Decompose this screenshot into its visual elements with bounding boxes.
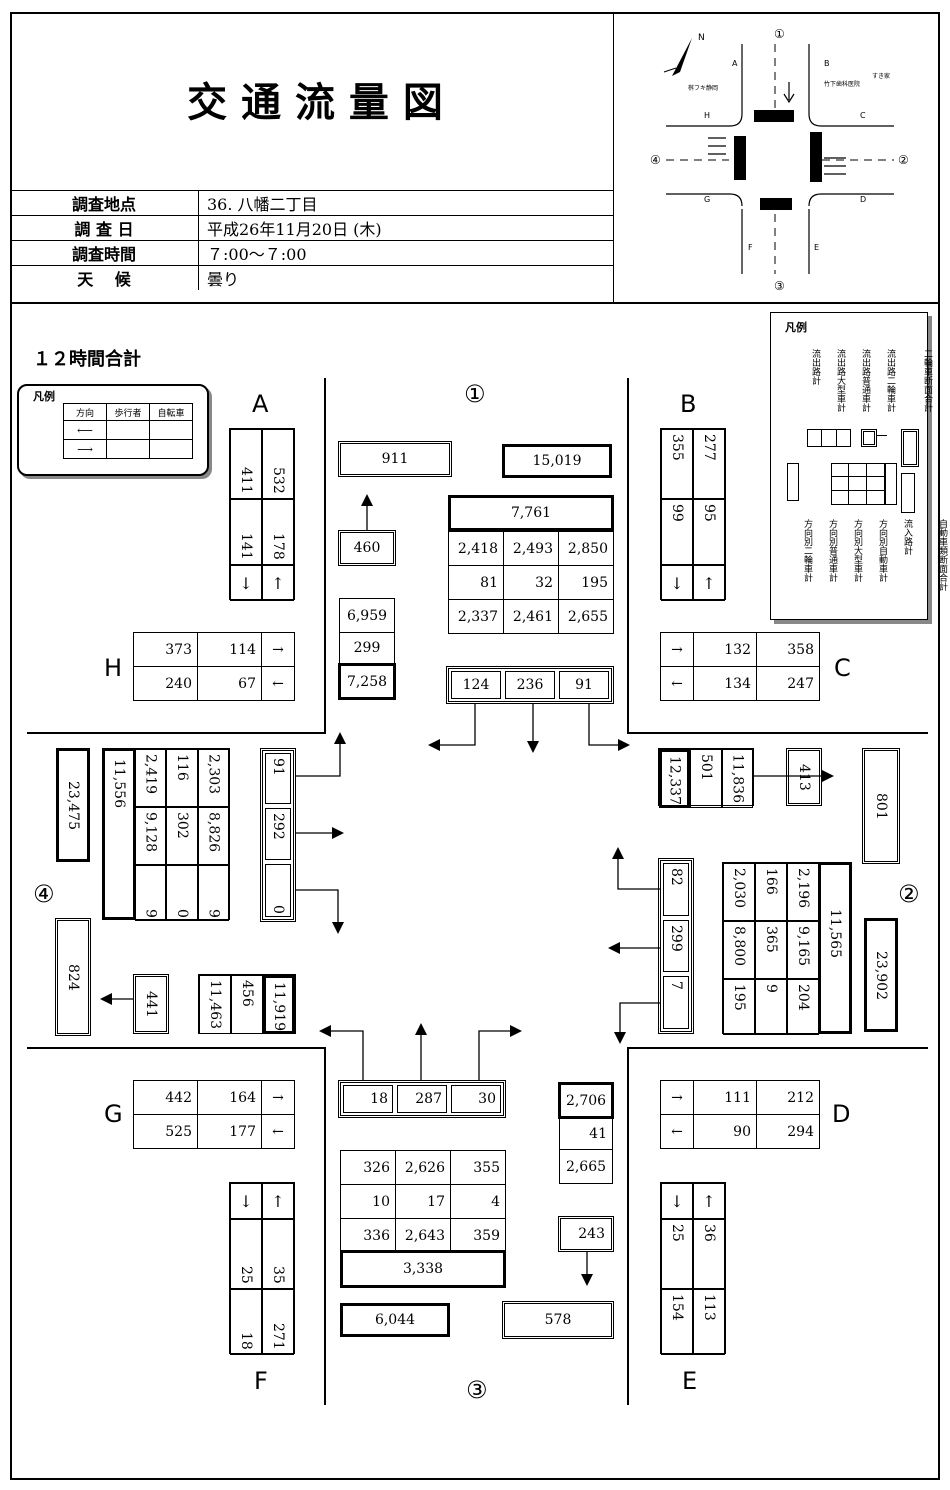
label-E: E — [682, 1367, 698, 1395]
approach3-inflow-total: 3,338 — [340, 1250, 506, 1288]
info-row-time: 調査時間 ７:00～７:00 — [10, 240, 614, 266]
label-F: F — [254, 1367, 268, 1395]
label-A: A — [252, 390, 269, 418]
approach3-outflow-column: 2,706 41 2,665 — [558, 1082, 614, 1184]
label-B: B — [680, 390, 697, 418]
label-approach-1: ① — [464, 380, 486, 408]
label-H: H — [104, 654, 123, 682]
crosswalk-B: 355 277 99 95 ↓ ↑ — [660, 428, 726, 601]
svg-text:D: D — [860, 195, 866, 204]
svg-text:H: H — [704, 111, 710, 120]
approach3-direction-bikes: 18 287 30 — [338, 1080, 506, 1118]
approach2-bike-outflow: 413 — [786, 748, 822, 806]
approach3-section-total: 6,044 — [340, 1303, 450, 1337]
info-row-location: 調査地点 36. 八幡二丁目 — [10, 190, 614, 216]
map-label-1: ① — [774, 27, 785, 41]
map-label-4: ④ — [650, 153, 661, 167]
label-approach-2: ② — [898, 880, 920, 908]
approach2-section-total: 23,902 — [864, 918, 898, 1032]
legend-big: 凡例 流出路計 流出路大型車計 流出路普通車計 流出路二輪車計 二輪車断面合計 … — [770, 312, 947, 620]
header-divider — [10, 302, 940, 304]
info-label: 調査時間 — [10, 240, 199, 266]
info-label: 天 候 — [10, 265, 199, 290]
approach1-direction-bikes: 124 236 91 — [446, 666, 614, 704]
info-value: ７:00～７:00 — [198, 240, 614, 266]
survey-info-table: 調査地点 36. 八幡二丁目 調 査 日 平成26年11月20日 (木) 調査時… — [10, 190, 614, 290]
map-label-3: ③ — [774, 279, 785, 293]
intersection-map: N ① ② ③ ④ A B C D E F G H 桝フキ静岡 竹下歯科医院 す… — [650, 27, 909, 293]
approach4-bike-section: 824 — [55, 918, 91, 1036]
approach2-inflow: 11,565 — [818, 862, 852, 1034]
approach1-bike-out-2: 460 — [338, 530, 396, 566]
info-value: 36. 八幡二丁目 — [198, 190, 614, 216]
approach4-bike-outflow: 441 — [133, 974, 169, 1034]
crosswalk-F: ↓ ↑ 25 35 18 271 — [229, 1182, 295, 1355]
approach4-direction-bikes: 91 292 0 — [260, 748, 296, 922]
map-label-2: ② — [898, 153, 909, 167]
label-C: C — [834, 654, 851, 682]
approach4-section-total: 23,475 — [56, 748, 90, 862]
crosswalk-A: 411 532 141 178 ↓ ↑ — [229, 428, 295, 601]
approach4-inflow: 11,556 — [102, 748, 136, 920]
compass-icon: N — [663, 33, 705, 76]
landmark-label: すき家 — [872, 72, 890, 80]
svg-text:N: N — [698, 33, 705, 43]
approach2-direction-bikes: 82 299 7 — [658, 858, 694, 1034]
page-title: 交 通 流 量 図 — [187, 80, 443, 126]
label-approach-4: ④ — [33, 880, 55, 908]
svg-text:G: G — [704, 195, 710, 204]
svg-text:B: B — [824, 59, 830, 68]
approach2-outflow-row: 12,337 501 11,836 — [658, 748, 754, 808]
approach1-outflow-column: 6,959 299 7,258 — [338, 598, 396, 700]
approach1-section-total: 15,019 — [502, 444, 612, 478]
info-row-weather: 天 候 曇り — [10, 265, 614, 290]
approach4-outflow-column: 11,463 456 11,919 — [198, 974, 296, 1034]
label-D: D — [832, 1100, 851, 1128]
approach2-bike-section: 801 — [862, 748, 900, 864]
label-approach-3: ③ — [466, 1376, 488, 1404]
summary-subtitle: １２時間合計 — [33, 349, 141, 370]
approach1-bike-outflow: 911 — [338, 441, 452, 477]
crosswalk-E: ↓ ↑ 25 36 154 113 — [660, 1182, 726, 1355]
svg-text:C: C — [860, 111, 866, 120]
page-frame — [10, 12, 940, 1480]
header-vertical-divider — [613, 12, 614, 302]
landmark-label: 竹下歯科医院 — [824, 80, 860, 88]
svg-text:E: E — [814, 243, 819, 252]
approach3-bike-outflow: 243 — [558, 1216, 614, 1252]
approach3-bike-section: 578 — [502, 1301, 614, 1339]
info-label: 調査地点 — [10, 190, 199, 216]
info-value: 曇り — [198, 265, 614, 290]
landmark-label: 桝フキ静岡 — [688, 84, 718, 92]
label-G: G — [104, 1100, 123, 1128]
approach1-inflow-total: 7,761 — [448, 495, 614, 531]
svg-text:F: F — [748, 243, 753, 252]
svg-text:A: A — [732, 59, 738, 68]
legend-small: 凡例 方向 歩行者 自転車 ⟵ ⟶ — [17, 384, 209, 476]
